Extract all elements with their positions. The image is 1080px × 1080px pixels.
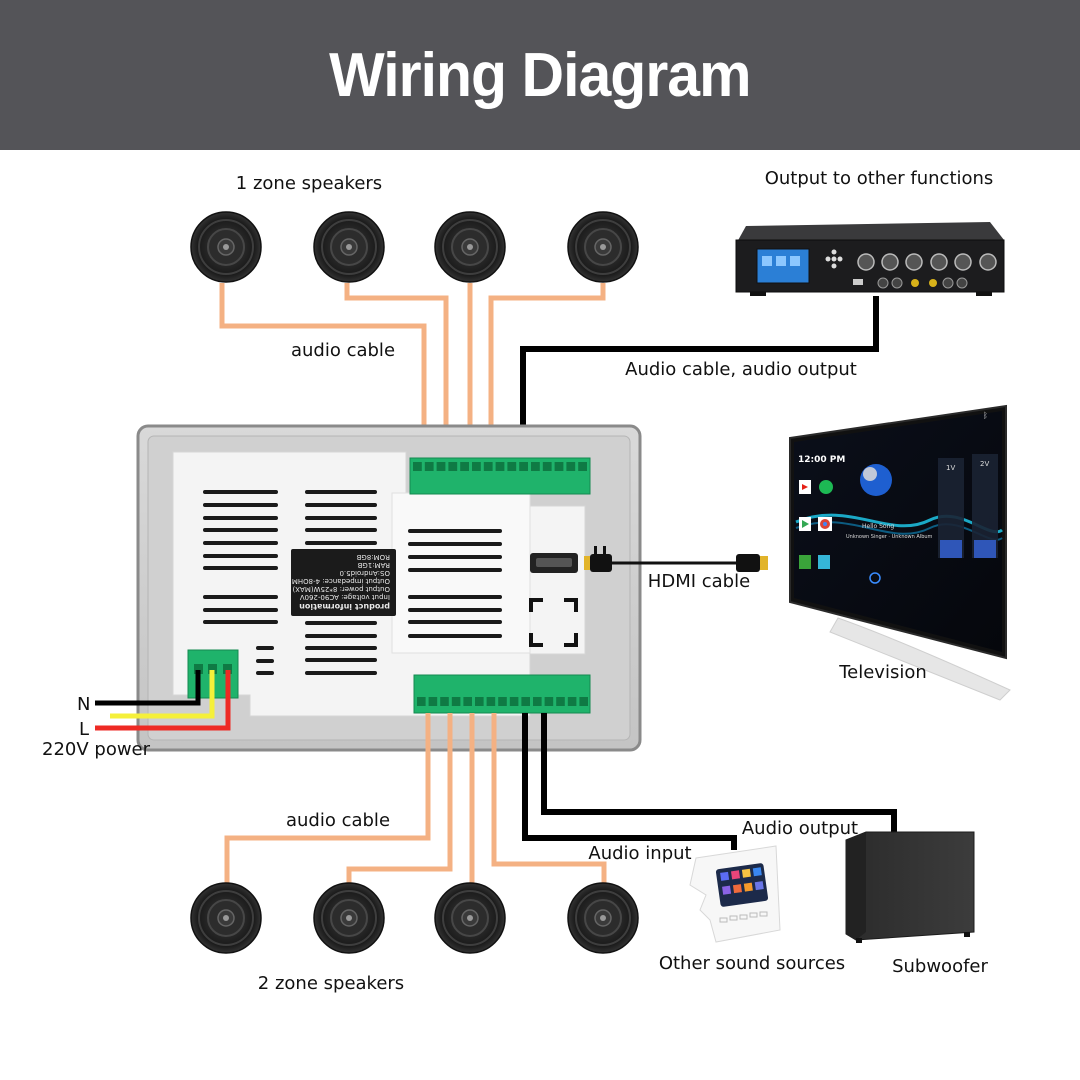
terminal-socket: [531, 462, 540, 471]
hdmi-cable-label: HDMI cable: [648, 571, 750, 592]
terminal-socket: [521, 697, 530, 706]
audio-cable-wire: [346, 713, 453, 883]
television-label: Television: [838, 662, 927, 683]
main-device-panel: product information Input voltage: AC90-…: [136, 424, 642, 752]
terminal-socket: [579, 697, 588, 706]
terminal-socket: [533, 697, 542, 706]
terminal-socket: [519, 462, 528, 471]
speaker-icon: [313, 882, 385, 954]
hdmi-cable: [584, 546, 768, 572]
zone2-speakers: [190, 882, 639, 954]
speaker-icon: [313, 211, 385, 283]
zone2-audio-cables: [224, 713, 607, 883]
terminal-socket: [440, 697, 449, 706]
amplifier-unit: [735, 222, 1005, 296]
audio-cable-output-label: Audio cable, audio output: [625, 359, 857, 380]
terminal-socket: [436, 462, 446, 471]
terminal-socket: [472, 462, 481, 471]
television: 12:00 PM Hello Song Unknown Singer · Unk…: [789, 404, 1011, 701]
terminal-socket: [556, 697, 565, 706]
product-info-line: Output impedance: 4-8OHM: [292, 577, 390, 585]
terminal-socket: [486, 697, 496, 706]
power-wires: [95, 670, 231, 731]
terminal-socket: [463, 697, 472, 706]
output-other-label: Output to other functions: [765, 168, 994, 189]
audio-output-cable: [520, 296, 879, 460]
zone2-speakers-label: 2 zone speakers: [258, 973, 404, 994]
terminal-socket: [578, 462, 587, 471]
audio-cable-top-label: audio cable: [291, 340, 395, 361]
terminal-socket: [544, 697, 554, 706]
terminal-socket: [448, 462, 458, 471]
product-info-line: OS:Android5.0: [339, 569, 390, 577]
terminal-socket: [460, 462, 469, 471]
bottom-terminal-block: [413, 674, 591, 714]
terminal-socket: [451, 697, 461, 706]
audio-cable-wire: [344, 283, 449, 458]
terminal-socket: [428, 697, 438, 706]
product-info-line: Input voltage: AC90-260V: [300, 593, 390, 601]
audio-output-label: Audio output: [742, 818, 858, 839]
audio-cable-wire: [219, 283, 427, 458]
other-sound-source-device: [689, 845, 781, 943]
other-sources-label: Other sound sources: [659, 953, 845, 974]
terminal-socket: [554, 462, 564, 471]
power-wire-yellow: [110, 670, 215, 719]
zone1-speakers: [190, 211, 639, 283]
terminal-socket: [424, 462, 434, 471]
tv-zone-b: 2V: [980, 460, 989, 468]
terminal-socket: [483, 462, 493, 471]
tv-artist: Unknown Singer · Unknown Album: [846, 534, 933, 540]
top-terminal-block: [409, 457, 591, 495]
product-info-label: product information Input voltage: AC90-…: [291, 549, 396, 616]
terminal-socket: [542, 462, 552, 471]
audio-cable-bottom-label: audio cable: [286, 810, 390, 831]
product-info-heading: product information: [299, 602, 390, 611]
speaker-icon: [567, 211, 639, 283]
power-220v-label: 220V power: [42, 739, 151, 760]
power-l-label: L: [79, 719, 89, 740]
page-title: Wiring Diagram: [329, 40, 751, 110]
vent-slots: [203, 490, 502, 675]
power-wire-n: [95, 670, 201, 706]
tv-zone-a: 1V: [946, 464, 955, 472]
terminal-socket: [509, 697, 519, 706]
power-wire-l: [95, 670, 231, 731]
tv-song: Hello Song: [862, 523, 894, 530]
terminal-socket: [567, 697, 577, 706]
speaker-icon: [434, 211, 506, 283]
audio-cable-wire: [491, 713, 607, 883]
power-n-label: N: [77, 694, 90, 715]
terminal-socket: [417, 697, 426, 706]
bluetooth-icon: ᛒ: [983, 411, 988, 420]
audio-input-label: Audio input: [588, 843, 691, 864]
terminal-socket: [566, 462, 576, 471]
audio-input-cable: [522, 713, 737, 850]
product-info-line: RAM:1GB: [357, 561, 390, 569]
terminal-socket: [498, 697, 507, 706]
speaker-icon: [190, 211, 262, 283]
aux-black-cables: [522, 713, 897, 850]
terminal-socket: [507, 462, 517, 471]
speaker-icon: [434, 882, 506, 954]
product-info-line: ROM:8GB: [356, 553, 390, 561]
terminal-socket: [495, 462, 505, 471]
speaker-icon: [190, 882, 262, 954]
audio-cable-wire: [224, 713, 431, 883]
product-info-line: Output power: 8*25W(MAX): [292, 585, 390, 593]
subwoofer-output-cable: [541, 713, 897, 832]
subwoofer-label: Subwoofer: [892, 956, 988, 977]
mounting-mark: [529, 598, 578, 647]
title-banner: Wiring Diagram: [0, 0, 1080, 150]
zone1-speakers-label: 1 zone speakers: [236, 173, 382, 194]
terminal-socket: [413, 462, 422, 471]
speaker-icon: [567, 882, 639, 954]
audio-cable-wire: [488, 283, 606, 458]
subwoofer: [845, 831, 975, 943]
terminal-socket: [475, 697, 484, 706]
tv-clock: 12:00 PM: [798, 455, 845, 465]
